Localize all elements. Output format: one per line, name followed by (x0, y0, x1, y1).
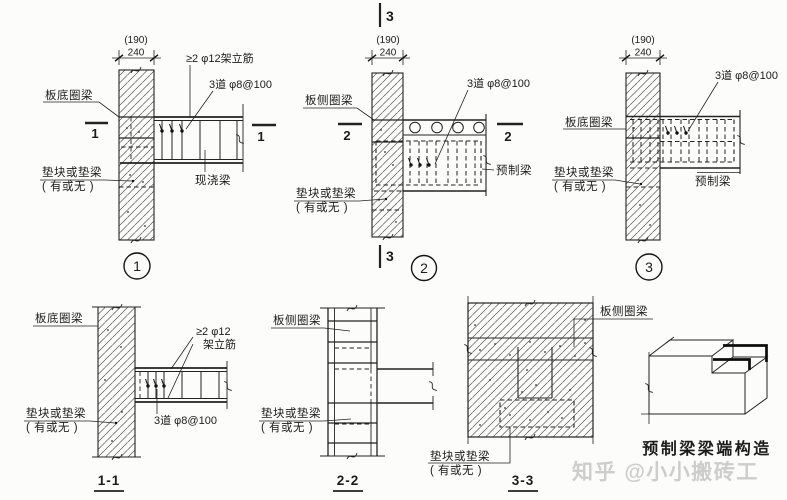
svg-text:2-2: 2-2 (337, 473, 360, 488)
svg-text:2: 2 (420, 260, 428, 276)
section-3-3-title: 3-3 (508, 473, 538, 492)
section-1-1-title: 1-1 (94, 473, 124, 492)
section-3-3-beam-outline (517, 347, 553, 399)
detail-2-stirrup-note: 3道 φ8@100 (467, 76, 530, 90)
detail-3-pad-label-2: ( 有或无 ) (554, 179, 606, 193)
detail-2-bubble: 2 (410, 254, 438, 282)
section-3-3-masonry (467, 302, 594, 438)
detail-1: (190) 240 板底圈梁 ≥2 φ12架立筋 3道 φ8@100 现浇梁 垫… (40, 35, 276, 280)
detail-1-ring-beam-label: 板底圈梁 (45, 88, 93, 102)
svg-text:240: 240 (635, 48, 652, 59)
section-3-3-concrete-dots (474, 319, 586, 426)
svg-text:240: 240 (380, 48, 397, 59)
detail-1-bubble: 1 (123, 252, 151, 280)
watermark: 知乎 @小小搬砖工 (572, 460, 759, 484)
svg-text:2: 2 (343, 128, 350, 143)
section-3-3-pad-label-1: 垫块或垫梁 (430, 449, 490, 463)
svg-text:3-3: 3-3 (512, 473, 535, 488)
svg-text:1-1: 1-1 (98, 473, 121, 488)
detail-1-stirrup-note: 3道 φ8@100 (209, 77, 272, 91)
detail-2-slab (403, 119, 486, 136)
section-2-2-wall-ladder (320, 304, 385, 460)
detail-2: 3 3 (190) 240 板侧圈梁 3道 (294, 3, 532, 282)
section-2-2: 板侧圈梁 垫块或垫梁 ( 有或无 ) 2-2 (259, 304, 438, 492)
detail-3-wall (625, 72, 661, 241)
svg-text:3: 3 (386, 248, 394, 264)
detail-1-beam (120, 104, 245, 172)
section-2-2-pad-label-2: ( 有或无 ) (261, 420, 313, 434)
detail-1-erection-bar-note: ≥2 φ12架立筋 (186, 51, 254, 65)
isometric-protruding-bars (713, 344, 768, 370)
detail-2-pad-label-1: 垫块或垫梁 (296, 186, 356, 200)
detail-2-cut-3-marks: 3 3 (378, 3, 394, 268)
section-1-1-wall (98, 307, 135, 457)
section-3-3-ring-beam-label: 板侧圈梁 (600, 304, 648, 318)
detail-2-precast-label: 预制梁 (496, 163, 532, 177)
detail-3-pad-label-1: 垫块或垫梁 (554, 165, 614, 179)
section-1-1-pad-label-2: ( 有或无 ) (26, 420, 78, 434)
section-1-1-pad-label-1: 垫块或垫梁 (26, 406, 86, 420)
section-2-2-pad-label-1: 垫块或垫梁 (261, 406, 321, 420)
drawing-caption: 预制梁梁端构造 (642, 439, 772, 458)
section-1-1: 板底圈梁 ≥2 φ12 架立筋 3道 φ8@100 垫块或垫梁 ( 有或无 ) … (24, 303, 236, 492)
section-2-2-title: 2-2 (333, 473, 363, 492)
detail-3-concrete-dots (633, 127, 651, 226)
section-1-1-ring-beam-label: 板底圈梁 (35, 311, 83, 325)
detail-3-bubble: 3 (635, 253, 663, 281)
svg-text:3: 3 (386, 8, 394, 24)
section-1-1-erection-l2: 架立筋 (203, 337, 236, 351)
section-2-2-ring-beam-label: 板侧圈梁 (273, 313, 321, 327)
section-1-1-erection-l1: ≥2 φ12 (196, 326, 231, 338)
detail-2-dimension: (190) 240 (365, 35, 410, 65)
detail-1-pad-label-2: ( 有或无 ) (42, 179, 94, 193)
section-3-3: 板侧圈梁 垫块或垫梁 ( 有或无 ) 3-3 (428, 296, 653, 492)
detail-1-dimension: (190) 240 (112, 35, 161, 65)
detail-2-section-marks: 2 2 (338, 122, 523, 144)
svg-text:1: 1 (133, 258, 141, 274)
section-1-1-stirrup-note: 3道 φ8@100 (154, 413, 217, 427)
section-3-3-pad-label-2: ( 有或无 ) (430, 463, 482, 477)
section-3-3-pad-outline (499, 399, 575, 428)
svg-text:3: 3 (645, 259, 653, 275)
isometric-precast-beam-end: 预制梁梁端构造 (641, 336, 772, 458)
detail-2-pad-label-2: ( 有或无 ) (296, 200, 348, 214)
detail-3: (190) 240 板底圈梁 3道 φ8@100 预制梁 垫块或垫梁 ( 有或无… (552, 35, 778, 281)
detail-3-precast-beam (630, 110, 746, 174)
detail-1-ring-beam (119, 116, 154, 139)
detail-1-section-marks: 1 1 (85, 121, 276, 144)
svg-text:2: 2 (504, 129, 511, 144)
detail-2-ring-beam (372, 119, 403, 143)
svg-text:(190): (190) (376, 35, 399, 46)
detail-1-dim-240: 240 (128, 48, 145, 59)
detail-1-concrete-dots (126, 127, 146, 227)
detail-1-dim-paren: (190) (124, 35, 147, 46)
detail-2-ring-beam-label: 板侧圈梁 (305, 93, 353, 107)
detail-3-precast-label: 预制梁 (695, 174, 731, 188)
detail-2-wall (371, 72, 404, 238)
detail-1-pad-label-1: 垫块或垫梁 (42, 165, 102, 179)
section-2-2-beam (377, 362, 438, 410)
detail-3-stirrup-note: 3道 φ8@100 (715, 68, 778, 82)
detail-1-wall (118, 69, 155, 241)
svg-text:(190): (190) (631, 35, 654, 46)
section-3-3-ring-beam-band (468, 337, 593, 361)
svg-text:1: 1 (257, 129, 264, 144)
detail-2-precast-beam (374, 114, 492, 196)
detail-3-ring-beam-label: 板底圈梁 (565, 115, 613, 129)
section-1-1-concrete-dots (104, 329, 123, 442)
svg-text:1: 1 (91, 126, 98, 141)
detail-3-dimension: (190) 240 (619, 35, 667, 65)
detail-1-beam-label: 现浇梁 (195, 173, 231, 187)
section-1-1-beam (135, 361, 233, 409)
